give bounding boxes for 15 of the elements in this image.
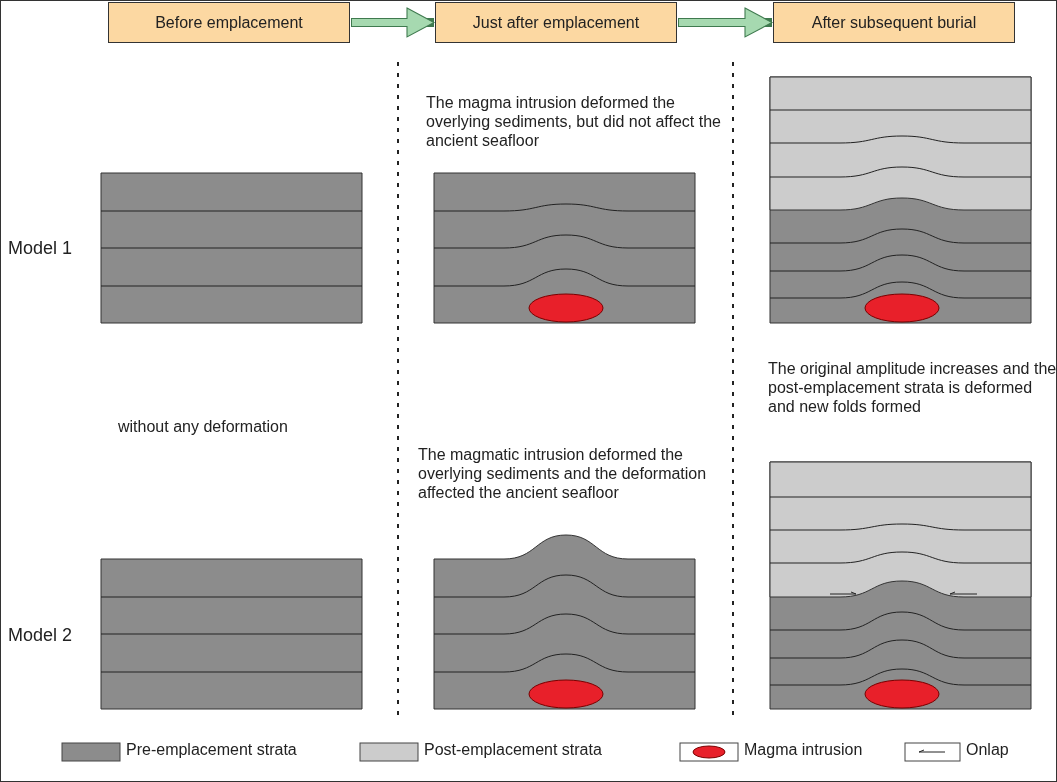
model-label: Model 2 [8,626,74,645]
description-text: The magma intrusion deformed the overlying sediments, but did not affect the ancient seafloor [426,93,722,150]
description-text: without any deformation [118,417,289,436]
stage-header-box: Just after emplacement [435,2,677,43]
legend-label: Onlap [966,741,1009,759]
stage-header-box: After subsequent burial [773,2,1015,43]
model-label: Model 1 [8,239,74,258]
legend-label: Post-emplacement strata [424,741,602,759]
block-arrow [351,7,435,38]
legend-label: Pre-emplacement strata [126,741,297,759]
description-text: The magmatic intrusion deformed the overlying sediments and the deformation affected the ancient seafloor [418,445,708,502]
stage-header-box: Before emplacement [108,2,350,43]
description-text: The original amplitude increases and the post-emplacement strata is deformed and new folds formed [768,359,1057,416]
block-arrow [678,7,773,38]
legend-label: Magma intrusion [744,741,863,759]
